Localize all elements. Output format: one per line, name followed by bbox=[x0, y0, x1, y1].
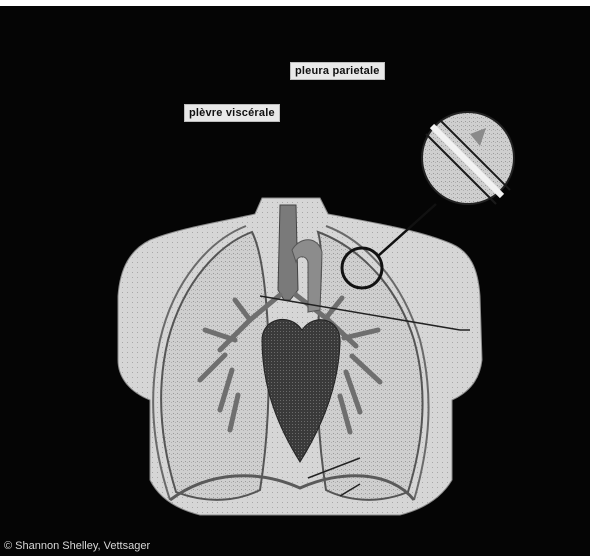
image-credit: © Shannon Shelley, Vettsager bbox=[4, 540, 150, 552]
magnified-pleura-inset bbox=[422, 112, 514, 204]
visceral-pleura-label: plèvre viscérale bbox=[184, 104, 280, 122]
parietal-pleura-label: pleura parietale bbox=[290, 62, 385, 80]
top-edge bbox=[0, 0, 600, 6]
right-edge bbox=[590, 0, 600, 556]
